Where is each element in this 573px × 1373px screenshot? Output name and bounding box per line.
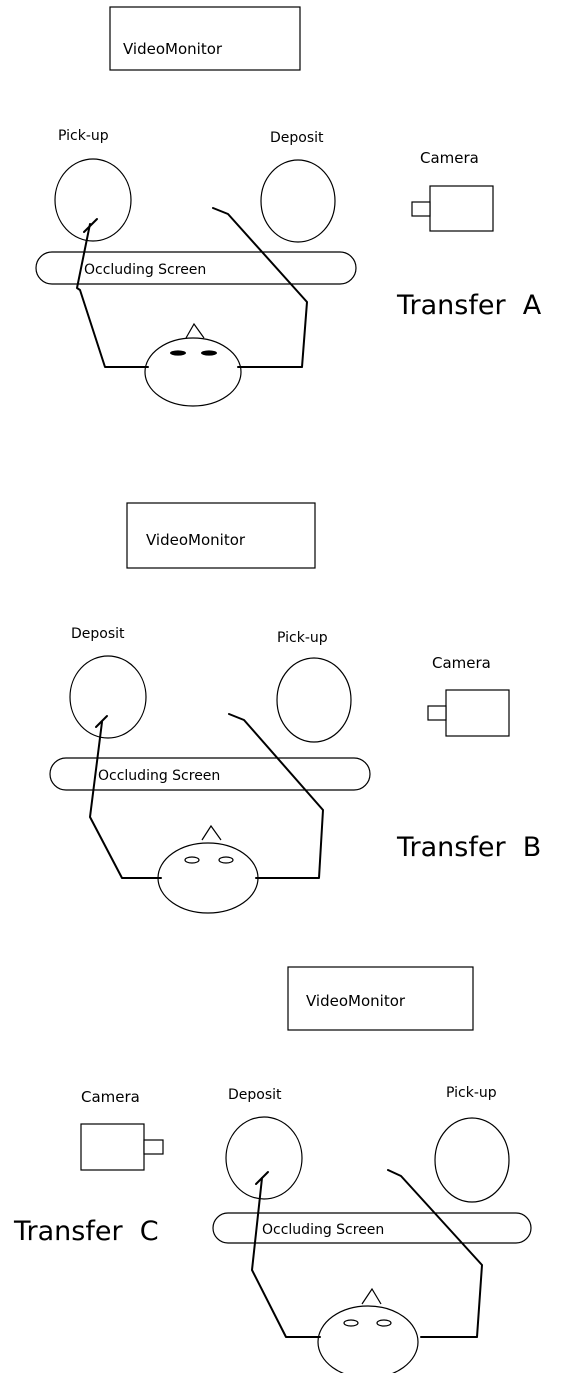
- subject-nose: [201, 824, 222, 841]
- occluding-screen-label: Occluding Screen: [262, 1222, 384, 1238]
- panel-transfer-c: VideoMonitor Camera Deposit Pick-up Occl…: [13, 966, 532, 1373]
- right-circle-label: Deposit: [270, 130, 324, 146]
- subject-head: [157, 842, 259, 914]
- video-monitor-box: [126, 502, 316, 569]
- camera-lens: [411, 201, 431, 217]
- subject-head: [317, 1305, 419, 1373]
- left-arm: [89, 721, 162, 879]
- left-arm: [251, 1177, 321, 1338]
- left-arm: [76, 223, 149, 368]
- transfer-label: Transfer C: [13, 1216, 159, 1247]
- left-eye: [184, 856, 200, 864]
- panel-transfer-a: VideoMonitor Pick-up Deposit Camera Occl…: [35, 6, 542, 407]
- transfer-label: Transfer A: [396, 290, 542, 321]
- left-circle-label: Deposit: [71, 626, 125, 642]
- transfer-label: Transfer B: [396, 832, 541, 863]
- video-monitor-label: VideoMonitor: [123, 40, 223, 58]
- left-eye: [170, 350, 186, 356]
- camera-lens: [427, 705, 447, 721]
- camera-label: Camera: [81, 1088, 140, 1106]
- left-circle-label: Pick-up: [58, 128, 109, 144]
- pick-up-location-circle: [276, 657, 352, 743]
- video-monitor-label: VideoMonitor: [146, 531, 246, 549]
- deposit-location-circle: [69, 655, 147, 739]
- left-eye: [343, 1319, 359, 1327]
- right-eye: [218, 856, 234, 864]
- video-monitor-box: [287, 966, 474, 1031]
- occluding-screen: [49, 757, 371, 791]
- camera-label: Camera: [432, 654, 491, 672]
- camera-body: [445, 689, 510, 737]
- video-monitor-label: VideoMonitor: [306, 992, 406, 1010]
- camera-body: [429, 185, 494, 232]
- occluding-screen-label: Occluding Screen: [84, 262, 206, 278]
- subject-nose: [361, 1287, 382, 1305]
- deposit-location-circle: [225, 1116, 303, 1200]
- right-arm: [387, 1169, 483, 1338]
- subject-nose: [185, 322, 205, 339]
- camera-lens: [143, 1139, 164, 1155]
- deposit-location-circle: [260, 159, 336, 243]
- video-monitor-box: [109, 6, 301, 71]
- occluding-screen-label: Occluding Screen: [98, 768, 220, 784]
- right-eye: [201, 350, 217, 356]
- right-arm: [212, 207, 308, 368]
- left-circle-label: Deposit: [228, 1087, 282, 1103]
- right-circle-label: Pick-up: [277, 630, 328, 646]
- occluding-screen: [212, 1212, 532, 1244]
- occluding-screen: [35, 251, 357, 285]
- pick-up-location-circle: [54, 158, 132, 242]
- subject-head: [144, 337, 242, 407]
- right-eye: [376, 1319, 392, 1327]
- right-arm: [228, 713, 324, 879]
- camera-body: [80, 1123, 145, 1171]
- panel-transfer-b: VideoMonitor Deposit Pick-up Camera Occl…: [49, 502, 541, 914]
- camera-label: Camera: [420, 149, 479, 167]
- right-circle-label: Pick-up: [446, 1085, 497, 1101]
- pick-up-location-circle: [434, 1117, 510, 1203]
